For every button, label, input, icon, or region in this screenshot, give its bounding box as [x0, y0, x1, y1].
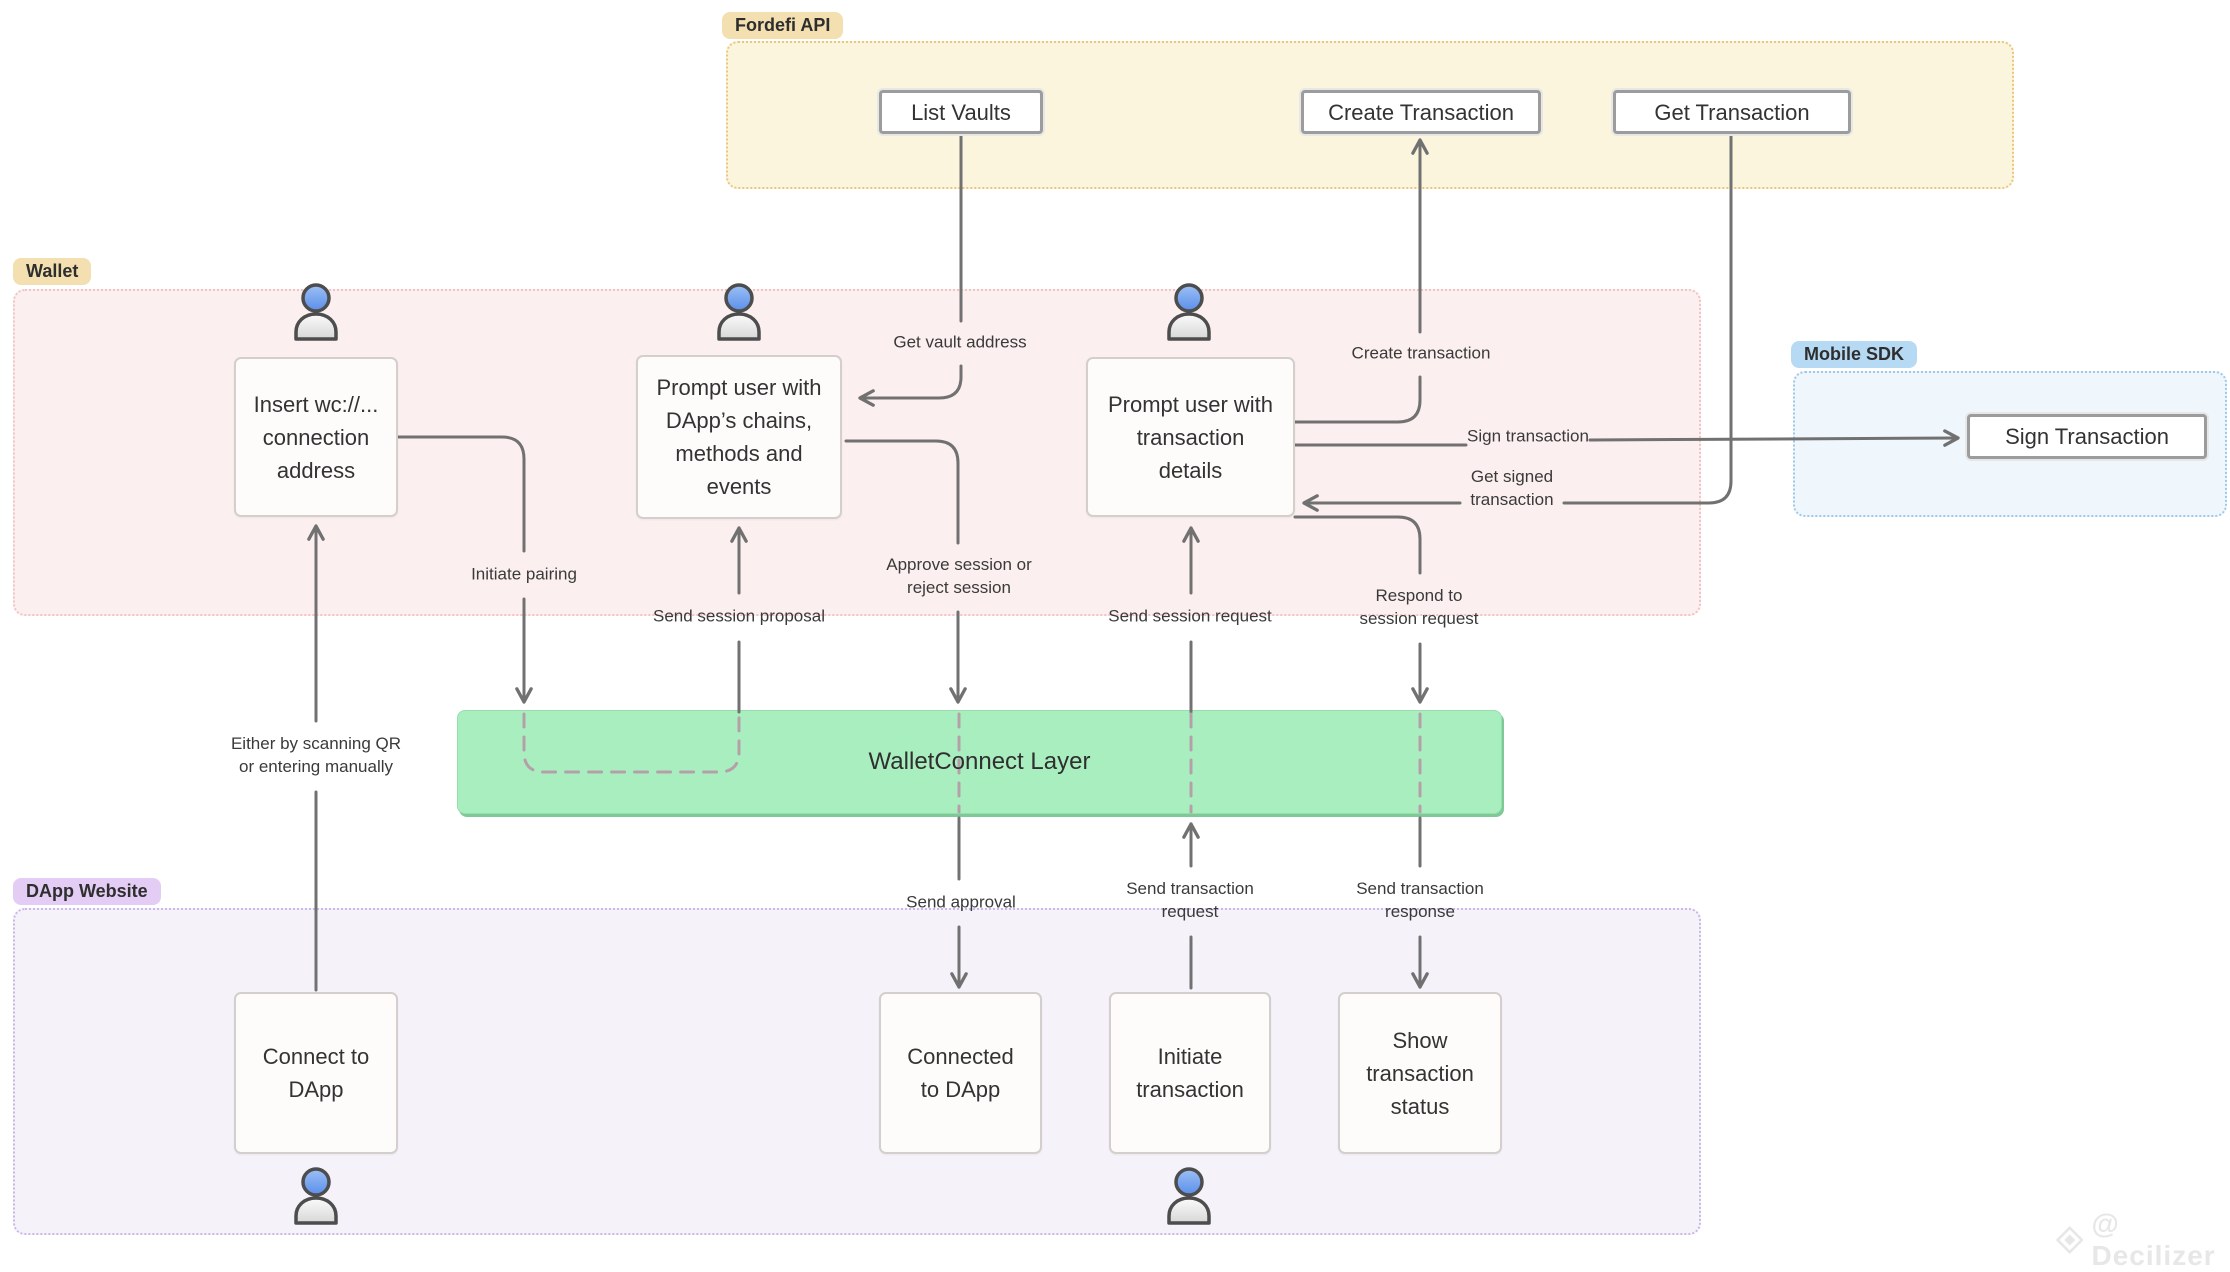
watermark-text: @ Decilizer — [2091, 1208, 2216, 1271]
node-sign-transaction: Sign Transaction — [1967, 414, 2207, 459]
edge-label-initiate-pairing: Initiate pairing — [471, 564, 577, 584]
node-connected-to-dapp: Connected to DApp — [879, 992, 1042, 1154]
edge-label-send-approval: Send approval — [906, 892, 1016, 912]
mobile-sdk-tag: Mobile SDK — [1791, 341, 1918, 368]
edge-label-get-signed-transaction: Get signed transaction — [1470, 467, 1554, 509]
node-prompt-chains: Prompt user with DApp’s chains, methods … — [636, 355, 842, 519]
walletconnect-layer-box — [457, 710, 1502, 814]
dapp-website-tag: DApp Website — [13, 878, 161, 905]
edge-label-send-session-proposal: Send session proposal — [652, 606, 826, 626]
fordefi-api-tag: Fordefi API — [722, 12, 844, 39]
edge-label-sign-transaction: Sign transaction — [1467, 426, 1589, 446]
node-insert-wc-address: Insert wc://... connection address — [234, 357, 398, 517]
edge-label-send-session-request: Send session request — [1108, 606, 1272, 626]
brand-watermark: @ Decilizer — [2056, 1208, 2230, 1272]
walletconnect-layer-label: WalletConnect Layer — [868, 748, 1091, 775]
user-icon — [1167, 283, 1211, 341]
node-prompt-transaction-details: Prompt user with transaction details — [1086, 357, 1295, 517]
user-icon — [1167, 1167, 1211, 1225]
wallet-tag: Wallet — [13, 258, 92, 285]
edge-label-respond-session-request: Respond to session request — [1359, 586, 1479, 628]
edge-label-create-transaction: Create transaction — [1351, 343, 1491, 363]
edge-label-send-transaction-response: Send transaction response — [1356, 879, 1484, 921]
edge-label-either-scan-qr: Either by scanning QR or entering manual… — [230, 734, 402, 776]
node-create-transaction: Create Transaction — [1301, 90, 1541, 134]
edge-label-send-transaction-request: Send transaction request — [1126, 879, 1254, 921]
edge-label-approve-session: Approve session or reject session — [886, 555, 1032, 597]
node-show-transaction-status: Show transaction status — [1338, 992, 1502, 1154]
user-icon — [717, 283, 761, 341]
node-get-transaction: Get Transaction — [1613, 90, 1851, 134]
edge-label-get-vault-address: Get vault address — [893, 332, 1027, 352]
node-list-vaults: List Vaults — [879, 90, 1043, 134]
user-icon — [294, 283, 338, 341]
diamond-logo-icon — [2056, 1226, 2084, 1254]
node-connect-to-dapp: Connect to DApp — [234, 992, 398, 1154]
user-icon — [294, 1167, 338, 1225]
node-initiate-transaction: Initiate transaction — [1109, 992, 1271, 1154]
